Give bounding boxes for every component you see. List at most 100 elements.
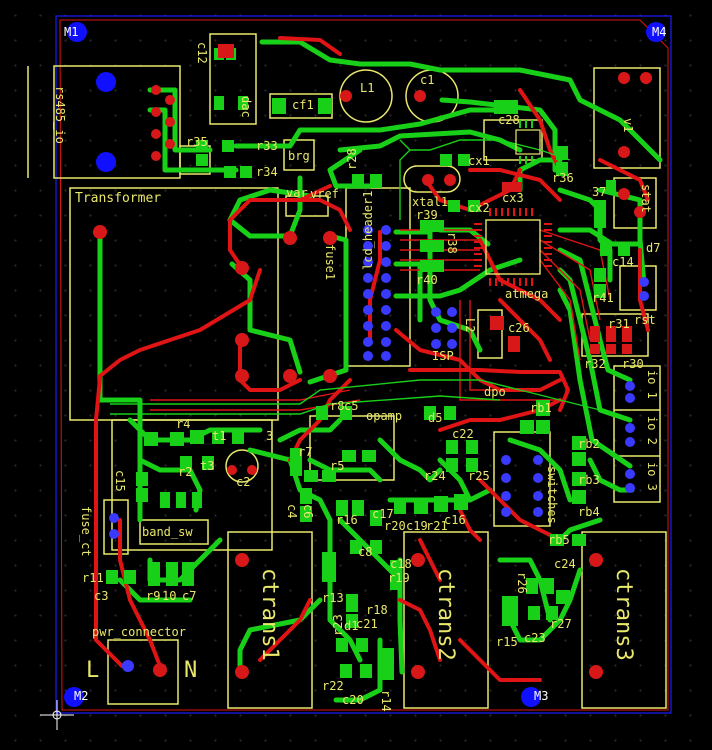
label-l1: L1 (360, 81, 375, 95)
label-r22: r22 (322, 679, 344, 693)
label-c19: c19 (406, 519, 428, 533)
label-mcu: atmega (505, 287, 549, 301)
label-c20: c20 (342, 693, 364, 707)
label-io2: io 2 (645, 416, 659, 445)
label-c26: c26 (508, 321, 530, 335)
label-ctrans3: ctrans3 (611, 568, 636, 661)
label-rs485: rs485_io (53, 86, 67, 144)
label-r35: r35 (186, 135, 208, 149)
label-r27: r27 (550, 617, 572, 631)
label-rb5: rb5 (548, 533, 570, 547)
label-r33: r33 (256, 139, 278, 153)
label-r25: r25 (468, 469, 490, 483)
label-r14: r14 (379, 690, 393, 712)
label-r13: r13 (322, 591, 344, 605)
label-r2: r2 (178, 465, 193, 479)
label-r16: r16 (336, 513, 358, 527)
label-r9: r9 (146, 589, 161, 603)
label-r19: r19 (388, 571, 410, 585)
label-c17: c17 (372, 507, 394, 521)
label-pwr-connector: pwr_connector (92, 625, 186, 639)
label-transformer: Transformer (75, 191, 162, 206)
label-m2: M2 (74, 689, 89, 703)
label-r21: r21 (426, 519, 448, 533)
label-v1: v1 (621, 118, 635, 133)
label-c1: c1 (420, 73, 435, 87)
label-rb4: rb4 (578, 505, 600, 519)
label-r10: 10 (162, 589, 177, 603)
mounting-hole-m4 (646, 22, 666, 42)
label-c4: c4 (285, 504, 299, 519)
label-c14: c14 (612, 255, 634, 269)
label-t3: t3 (200, 459, 215, 473)
label-c3: c3 (94, 589, 109, 603)
label-var: var (286, 186, 308, 200)
label-r39: r39 (416, 208, 438, 222)
origin-crosshair (40, 700, 74, 730)
label-c23: c23 (524, 631, 546, 645)
label-cx1: cx1 (468, 154, 490, 168)
label-pwr-n: N (184, 658, 198, 683)
label-c22: c22 (452, 427, 474, 441)
label-xtal1: xtal1 (412, 195, 449, 209)
label-m4: M4 (652, 25, 667, 39)
label-r36: r36 (552, 171, 574, 185)
label-r28: r28 (345, 148, 359, 170)
label-r4: r4 (176, 417, 191, 431)
label-c28: c28 (498, 113, 520, 127)
label-r37: 37 (592, 185, 607, 199)
board-edge (55, 15, 672, 714)
label-r24: r24 (424, 469, 446, 483)
label-r7: r7 (298, 445, 313, 459)
label-r20: r20 (384, 519, 406, 533)
label-c5: c5 (344, 399, 359, 413)
label-c15: c15 (113, 470, 127, 492)
label-cx3: cx3 (502, 191, 524, 205)
top-layer-traces (94, 36, 650, 682)
label-c24: c24 (554, 557, 576, 571)
label-io1: io 1 (645, 370, 659, 399)
mounting-hole-m3 (521, 687, 541, 707)
label-c2: c2 (236, 475, 251, 489)
label-c8: c8 (358, 545, 373, 559)
label-r30: r30 (622, 357, 644, 371)
mounting-hole-m2 (64, 687, 84, 707)
label-c18: c18 (390, 557, 412, 571)
label-c6: c6 (301, 504, 315, 519)
through-hole-pads (93, 72, 652, 679)
label-pwr-l: L (86, 658, 100, 683)
label-r38: r38 (445, 232, 459, 254)
label-switches: switches (545, 466, 559, 524)
label-r26: r26 (515, 572, 529, 594)
label-t1: t1 (212, 429, 227, 443)
label-rb3: rb3 (578, 473, 600, 487)
label-ctrans2: ctrans2 (433, 568, 458, 661)
label-ctrans1: ctrans1 (257, 568, 282, 661)
label-r41: r41 (592, 291, 614, 305)
label-c12: c12 (195, 42, 209, 64)
label-c21: c21 (356, 617, 378, 631)
mounting-hole-m1 (67, 22, 87, 42)
label-r34: r34 (256, 165, 278, 179)
keepout-outline (59, 19, 669, 711)
label-dpo: dpo (484, 385, 506, 399)
label-d5: d5 (428, 411, 443, 425)
mcu-chip (474, 208, 552, 286)
label-l2: L2 (463, 318, 477, 333)
label-d1: d1 (344, 619, 359, 633)
label-d7: d7 (646, 241, 661, 255)
label-stat: stat (639, 184, 653, 213)
label-r31: r31 (608, 317, 630, 331)
dac-chip (515, 120, 541, 164)
label-m3: M3 (534, 689, 549, 703)
label-rst: rst (634, 313, 656, 327)
label-r3b: 3 (266, 429, 274, 443)
smd-pads-bottom (106, 48, 630, 680)
label-brg: brg (288, 149, 310, 163)
label-isp: ISP (432, 349, 454, 363)
label-vref: vref (310, 187, 339, 201)
label-lcd-header: lcd_header1 (361, 190, 375, 270)
label-io3: io 3 (645, 462, 659, 491)
label-rb1: rb1 (530, 401, 552, 415)
